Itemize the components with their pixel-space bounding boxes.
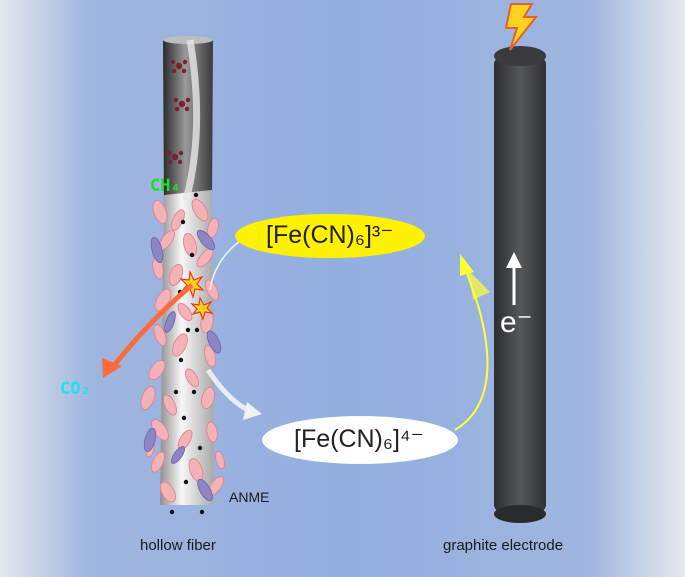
ferricyanide-label: [Fe(CN)₆]³⁻ [266,221,394,249]
hollow-fiber-caption: hollow fiber [140,537,216,554]
methane-molecule-icon [166,59,191,165]
fiber-pores [169,192,205,515]
electron-arrow-icon [506,252,522,305]
co2-label: CO₂ [60,379,91,399]
ferrocyanide-ellipse [262,416,458,464]
hollow-fiber-upper [163,40,213,205]
ch4-label: CH₄ [150,176,181,196]
ferricyanide-ellipse [235,214,425,258]
graphite-electrode-caption: graphite electrode [443,537,564,554]
co2-arrow [102,283,194,378]
lightning-icon [504,3,539,51]
graphite-electrode [494,46,546,523]
biofilm-cells [140,198,225,503]
anme-label: ANME [229,489,270,505]
electron-label: e⁻ [500,306,533,339]
spark-icon [179,269,214,321]
ferrocyanide-label: [Fe(CN)₆]⁴⁻ [294,425,424,453]
yellow-arrow [454,254,490,431]
white-arrow [205,368,262,420]
